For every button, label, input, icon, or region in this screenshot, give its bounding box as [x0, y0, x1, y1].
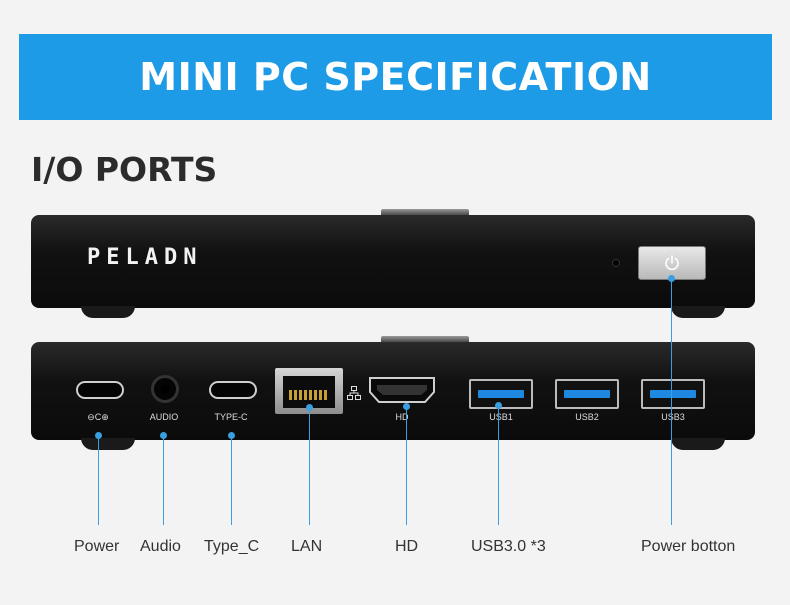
device-foot — [81, 438, 135, 450]
brand-logo: PELADN — [87, 245, 203, 270]
port-label-usb1: USB1 — [489, 412, 513, 422]
callout-line-hd — [406, 406, 407, 525]
lan-port — [275, 368, 343, 414]
port-label-audio: AUDIO — [149, 412, 179, 422]
usb-port-2 — [555, 379, 619, 409]
hdmi-port — [369, 377, 435, 403]
power-icon — [665, 255, 679, 271]
network-icon — [347, 386, 361, 400]
callout-line-audio — [163, 435, 164, 525]
dc-power-port — [76, 381, 124, 399]
caption-type-c: Type_C — [204, 538, 260, 555]
caption-power-button: Power botton — [641, 538, 736, 555]
audio-jack — [151, 375, 179, 403]
callout-line-lan — [309, 407, 310, 525]
port-label-type-c: TYPE-C — [214, 412, 248, 422]
top-vent — [381, 209, 469, 215]
usb-port-3 — [641, 379, 705, 409]
top-vent — [381, 336, 469, 342]
device-foot — [671, 306, 725, 318]
title-banner: MINI PC SPECIFICATION — [19, 34, 772, 120]
callout-line-usb — [498, 405, 499, 525]
callout-line-power — [98, 435, 99, 525]
banner-title: MINI PC SPECIFICATION — [139, 55, 652, 99]
power-button[interactable] — [638, 246, 706, 280]
callout-line-power-button — [671, 278, 672, 525]
reset-pinhole — [612, 259, 620, 267]
caption-audio: Audio — [140, 538, 181, 555]
section-title: I/O PORTS — [31, 150, 218, 189]
caption-hd: HD — [395, 538, 419, 555]
device-foot — [671, 438, 725, 450]
port-label-hd: HD — [395, 412, 409, 422]
device-foot — [81, 306, 135, 318]
caption-lan: LAN — [291, 538, 323, 555]
port-label-power: ⊖C⊕ — [87, 412, 109, 422]
mini-pc-back-view: ⊖C⊕ AUDIO TYPE-C HD USB1 USB2 USB3 — [31, 336, 755, 450]
caption-usb: USB3.0 *3 — [471, 538, 546, 555]
caption-power: Power — [74, 538, 120, 555]
port-label-usb3: USB3 — [661, 412, 685, 422]
callout-line-type-c — [231, 435, 232, 525]
port-label-usb2: USB2 — [575, 412, 599, 422]
type-c-port — [209, 381, 257, 399]
mini-pc-front-view: PELADN — [31, 209, 755, 318]
